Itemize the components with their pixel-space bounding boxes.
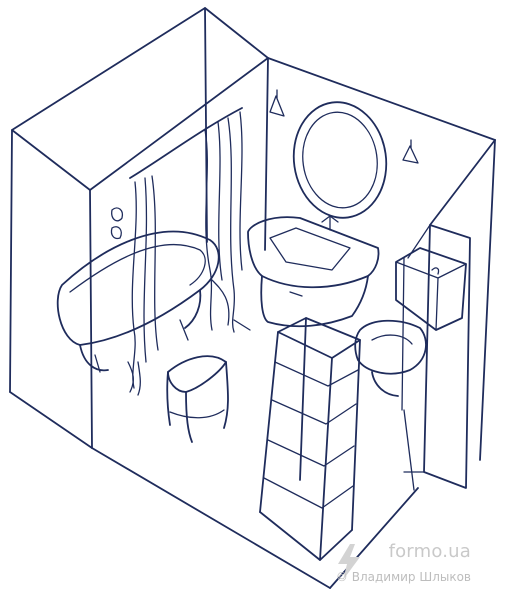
stool bbox=[166, 355, 229, 443]
room-walls bbox=[9, 7, 496, 589]
toilet bbox=[354, 247, 467, 397]
lightning-bolt-icon bbox=[338, 544, 360, 580]
shelving-unit bbox=[259, 317, 361, 561]
shower-curtain bbox=[127, 107, 243, 396]
watermark-credit: © Владимир Шлыков bbox=[335, 570, 471, 584]
bathtub bbox=[56, 207, 220, 373]
round-mirror bbox=[292, 101, 388, 219]
tall-cabinet bbox=[401, 224, 471, 489]
vanity-basin bbox=[247, 215, 380, 328]
watermark-logo: formo.ua bbox=[388, 541, 471, 562]
floor-lines bbox=[233, 319, 415, 491]
wall-lamps bbox=[269, 89, 419, 164]
